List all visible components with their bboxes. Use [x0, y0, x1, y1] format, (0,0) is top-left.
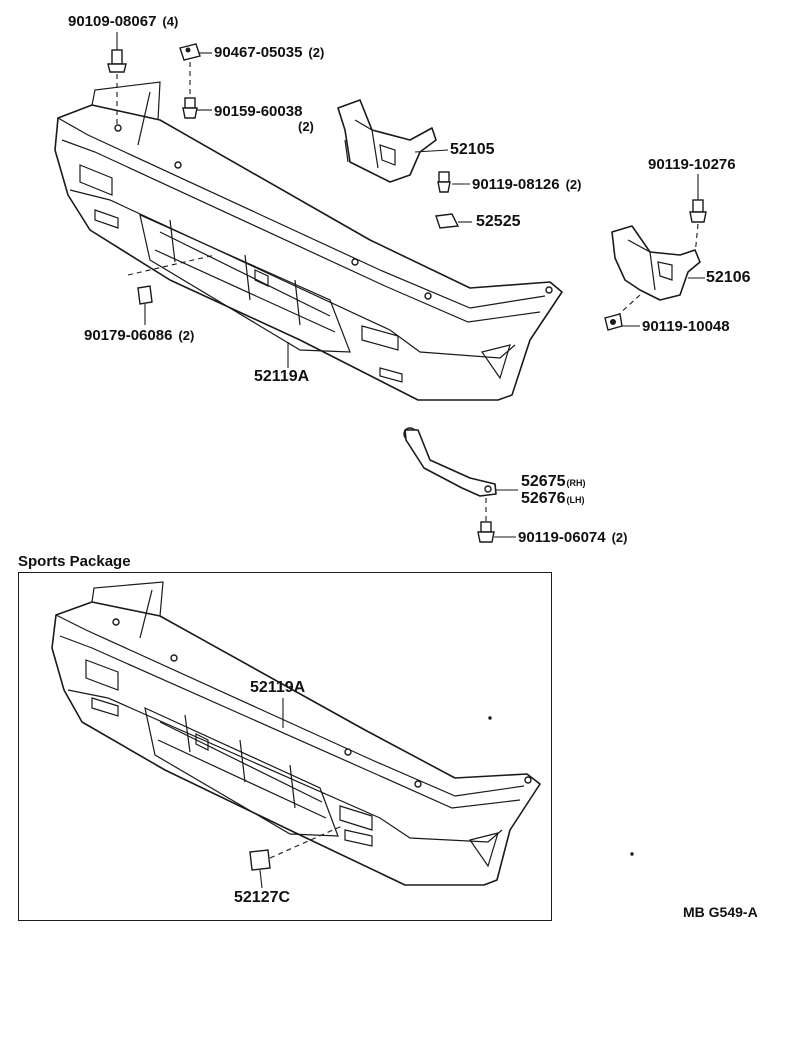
sports-bumper-drawing: [51, 581, 634, 889]
label-52119a: 52119A: [254, 369, 309, 385]
bracket-52106-drawing: [604, 174, 707, 331]
part-number: 52119A: [250, 679, 306, 696]
diagram-reference-code: MB G549-A: [683, 904, 758, 920]
label-90109-08067: 90109-08067 (4): [68, 14, 178, 29]
part-number: 90179-06086: [84, 327, 173, 344]
part-number: 52105: [450, 141, 495, 158]
label-52127c: 52127C: [234, 890, 290, 906]
label-90159-60038-qty: (2): [298, 120, 314, 133]
part-number: 90119-06074: [518, 529, 606, 546]
label-52105: 52105: [450, 142, 495, 158]
part-qty: (2): [178, 328, 195, 343]
label-sports-52119a: 52119A: [250, 680, 305, 696]
part-number: 52106: [706, 269, 751, 286]
label-90119-10276: 90119-10276: [648, 157, 736, 172]
part-qty: (2): [308, 45, 325, 60]
stay-drawing: [403, 427, 518, 543]
label-90159-60038: 90159-60038: [214, 104, 302, 119]
part-number: 90119-10048: [642, 318, 730, 335]
clip-left-drawing: [127, 254, 216, 325]
part-qty: (4): [162, 14, 179, 29]
part-number: 90109-08067: [68, 13, 157, 30]
label-52106: 52106: [706, 270, 751, 286]
part-qty: (2): [298, 119, 314, 134]
label-90179-06086: 90179-06086 (2): [84, 328, 194, 343]
part-qty: (2): [565, 177, 582, 192]
label-90467-05035: 90467-05035 (2): [214, 45, 324, 60]
label-90119-06074: 90119-06074 (2): [518, 530, 627, 545]
part-number: 90119-08126: [472, 176, 560, 193]
part-qty: (2): [611, 530, 628, 545]
part-number: 52119A: [254, 368, 310, 385]
part-number: 52525: [476, 213, 521, 230]
bracket-52105-drawing: [337, 99, 472, 229]
fasteners-top: [107, 32, 212, 128]
part-side: (LH): [566, 495, 585, 505]
part-number: 52675: [521, 473, 566, 490]
bumper-cover-drawing: [54, 81, 563, 401]
label-52675: 52675(RH): [521, 474, 586, 490]
part-side: (RH): [566, 478, 586, 488]
part-number: 52127C: [234, 889, 291, 906]
label-52676: 52676(LH): [521, 491, 585, 507]
label-52525: 52525: [476, 214, 521, 230]
sports-package-frame: [18, 572, 552, 921]
part-number: 90159-60038: [214, 103, 303, 120]
label-90119-08126: 90119-08126 (2): [472, 177, 581, 192]
label-90119-10048: 90119-10048: [642, 319, 730, 334]
part-number: 90119-10276: [648, 156, 736, 173]
part-number: 90467-05035: [214, 44, 303, 61]
sports-package-title: Sports Package: [18, 553, 131, 570]
part-number: 52676: [521, 490, 566, 507]
